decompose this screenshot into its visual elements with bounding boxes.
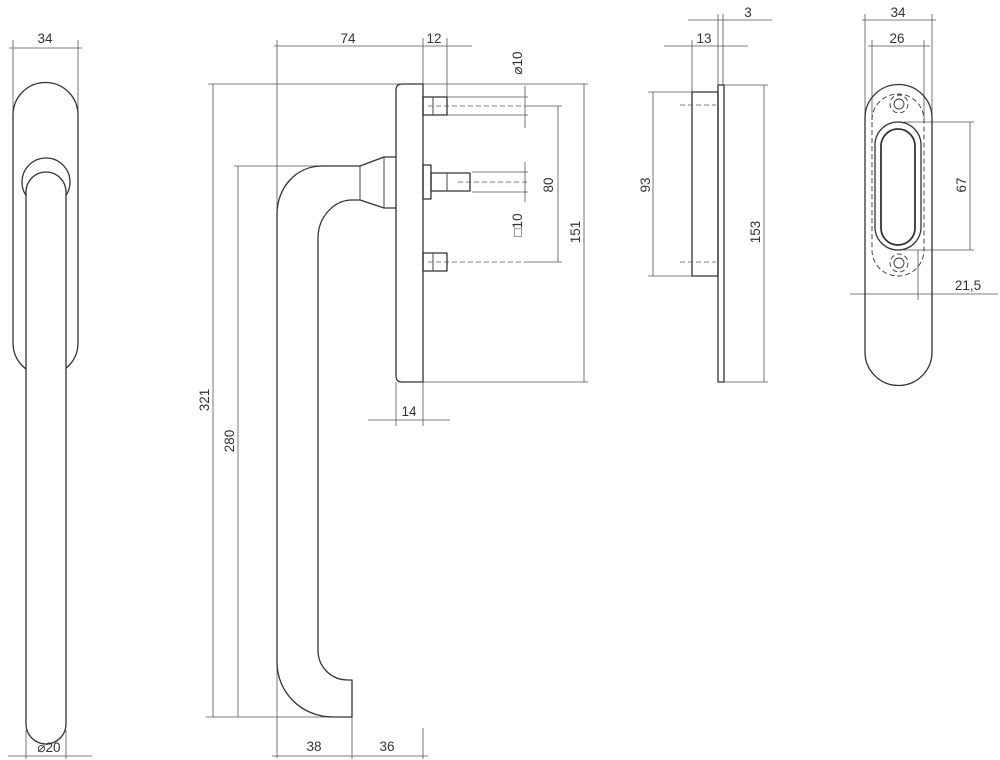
dim-label-lever-width: 38 bbox=[306, 739, 321, 754]
dim-screw-offset: 21,5 bbox=[850, 250, 998, 300]
recess-outline bbox=[871, 93, 925, 277]
pin-body bbox=[422, 96, 448, 116]
dim-lever-length: 280 bbox=[222, 165, 322, 717]
dim-label-plate-height: 151 bbox=[568, 221, 583, 244]
dim-lever-bottom: 38 36 bbox=[272, 717, 428, 759]
front-view: 34 ⌀20 bbox=[8, 31, 92, 759]
rose-back-outline bbox=[864, 83, 933, 387]
dim-label-spindle: □10 bbox=[510, 213, 525, 236]
dim-label-lever-diameter: ⌀20 bbox=[37, 740, 60, 755]
dim-recess-width: 26 bbox=[868, 31, 930, 120]
dim-projection: 74 12 bbox=[274, 31, 472, 758]
lever-front bbox=[25, 171, 67, 745]
dim-plate-depth: 14 bbox=[368, 382, 450, 426]
dim-plate-thickness: 3 bbox=[688, 5, 772, 85]
dim-label-lever-offset: 36 bbox=[379, 739, 394, 754]
dim-label-pin-diameter: ⌀10 bbox=[510, 51, 525, 74]
slot-outer bbox=[874, 121, 922, 251]
slot-inner bbox=[880, 128, 916, 246]
dim-label-pin-length: 12 bbox=[426, 31, 441, 46]
dim-front-width: 34 bbox=[9, 31, 82, 115]
fixing-pin-top bbox=[422, 96, 448, 116]
dim-slot-length: 67 bbox=[904, 121, 974, 251]
dim-overall-height: 321 bbox=[197, 84, 352, 718]
dim-label-front-width: 34 bbox=[37, 31, 53, 46]
dim-boss-depth: 13 bbox=[664, 31, 748, 92]
backplate-side bbox=[395, 83, 424, 383]
screw-hole bbox=[893, 257, 905, 269]
dim-label-screw-offset: 21,5 bbox=[955, 278, 981, 293]
dim-pin-spacing: 80 bbox=[428, 105, 562, 263]
lever-neck bbox=[359, 156, 396, 209]
dim-plate-height: 151 bbox=[208, 83, 588, 383]
dim-label-recess-width: 26 bbox=[889, 31, 904, 46]
dim-label-profile-plate-height: 153 bbox=[748, 221, 763, 244]
fixing-pin-bottom bbox=[422, 252, 448, 272]
back-view: 34 26 67 21,5 bbox=[850, 5, 998, 387]
dim-label-projection: 74 bbox=[340, 31, 356, 46]
screw-hole-countersink bbox=[889, 94, 909, 114]
dim-pin-diameter: ⌀10 bbox=[428, 51, 528, 128]
dim-label-plate-depth: 14 bbox=[401, 404, 417, 419]
profile-view: 3 13 93 153 bbox=[638, 5, 772, 383]
boss-profile bbox=[691, 91, 719, 277]
dim-back-width: 34 bbox=[862, 5, 936, 118]
lever-side-profile bbox=[276, 165, 360, 718]
screw-hole-bottom bbox=[889, 253, 909, 273]
spindle bbox=[422, 164, 471, 200]
screw-hole-top bbox=[889, 94, 909, 114]
dim-label-pin-spacing: 80 bbox=[541, 177, 556, 192]
neck-cone bbox=[359, 156, 396, 209]
dim-label-slot-length: 67 bbox=[954, 177, 969, 192]
dim-boss-height: 93 bbox=[638, 91, 692, 277]
dim-lever-diameter: ⌀20 bbox=[8, 730, 92, 759]
dim-label-boss-depth: 13 bbox=[696, 31, 711, 46]
spindle-bar bbox=[430, 172, 471, 192]
spindle-collar bbox=[422, 164, 432, 200]
screw-hole bbox=[893, 98, 905, 110]
dim-label-boss-height: 93 bbox=[638, 177, 653, 192]
side-view: 74 12 ⌀10 □10 80 bbox=[197, 31, 588, 759]
dim-label-back-width: 34 bbox=[890, 5, 906, 20]
screw-hole-countersink bbox=[889, 253, 909, 273]
plate-profile bbox=[717, 84, 725, 383]
dim-label-lever-length: 280 bbox=[222, 430, 237, 453]
dim-label-plate-thickness: 3 bbox=[744, 5, 752, 20]
dim-label-overall-height: 321 bbox=[197, 389, 212, 412]
pin-body bbox=[422, 252, 448, 272]
dim-profile-plate-height: 153 bbox=[724, 84, 768, 383]
